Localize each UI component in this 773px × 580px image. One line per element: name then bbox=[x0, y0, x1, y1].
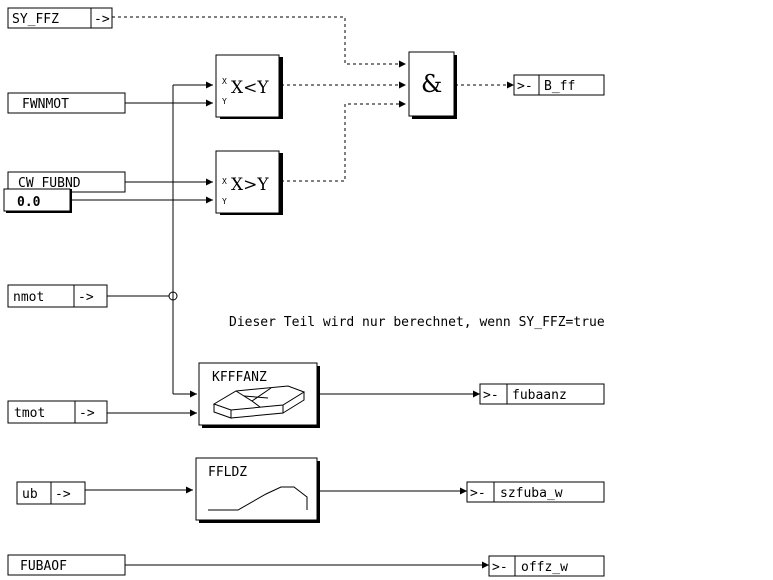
input-nmot-label: nmot bbox=[13, 290, 44, 305]
input-fwnmot: FWNMOT bbox=[7, 92, 126, 114]
input-tmot-label: tmot bbox=[14, 406, 45, 421]
output-b-ff: >- B_ff bbox=[513, 74, 605, 96]
compare-greater-operator: X>Y bbox=[231, 175, 269, 195]
wire-sy-ffz-to-and bbox=[112, 16, 406, 68]
input-sy-ffz: SY_FFZ -> bbox=[7, 7, 113, 29]
input-ub-arrow: -> bbox=[55, 487, 71, 502]
compare-less-y-label: Y bbox=[222, 97, 227, 106]
input-ub: ub -> bbox=[16, 481, 86, 505]
input-fubaof-label: FUBAOF bbox=[20, 559, 67, 574]
and-gate-symbol: & bbox=[421, 70, 442, 98]
output-szfuba-w-label: szfuba_w bbox=[500, 486, 563, 501]
output-b-ff-label: B_ff bbox=[544, 79, 575, 94]
compare-less-x-label: X bbox=[222, 77, 227, 86]
input-tmot-arrow: -> bbox=[79, 406, 95, 421]
input-fubaof: FUBAOF bbox=[7, 554, 126, 576]
input-sy-ffz-label: SY_FFZ bbox=[12, 12, 59, 27]
output-offz-w-label: offz_w bbox=[521, 560, 568, 575]
compare-greater-x-label: X bbox=[222, 177, 227, 186]
ffldz-curve-block: FFLDZ bbox=[195, 457, 320, 523]
output-fubaanz-label: fubaanz bbox=[512, 388, 567, 403]
compare-less-operator: X<Y bbox=[231, 78, 269, 98]
output-b-ff-arrow: >- bbox=[517, 79, 533, 94]
input-cw-fubnd: CW_FUBND bbox=[7, 171, 126, 193]
compare-greater-y-label: Y bbox=[222, 197, 227, 206]
output-offz-w: >- offz_w bbox=[488, 555, 605, 577]
wire-greater-to-and bbox=[281, 100, 406, 182]
input-tmot: tmot -> bbox=[7, 400, 108, 424]
output-offz-w-arrow: >- bbox=[492, 560, 508, 575]
compare-greater-block: X Y X>Y bbox=[215, 150, 283, 215]
output-fubaanz-arrow: >- bbox=[483, 388, 499, 403]
input-const-zero-label: 0.0 bbox=[17, 195, 41, 210]
input-sy-ffz-arrow: -> bbox=[94, 12, 110, 27]
input-fwnmot-label: FWNMOT bbox=[22, 97, 69, 112]
kfffanz-label: KFFFANZ bbox=[212, 370, 267, 385]
output-szfuba-w: >- szfuba_w bbox=[466, 481, 605, 503]
input-cw-fubnd-label: CW_FUBND bbox=[18, 176, 81, 191]
and-gate-block: & bbox=[408, 51, 457, 119]
input-ub-label: ub bbox=[22, 487, 38, 502]
calculation-note: Dieser Teil wird nur berechnet, wenn SY_… bbox=[229, 315, 605, 330]
input-nmot-arrow: -> bbox=[78, 290, 94, 305]
compare-less-block: X Y X<Y bbox=[215, 54, 283, 119]
output-szfuba-w-arrow: >- bbox=[470, 486, 486, 501]
curve-icon bbox=[208, 486, 308, 511]
kfffanz-map-block: KFFFANZ bbox=[198, 362, 320, 428]
output-fubaanz: >- fubaanz bbox=[479, 383, 605, 405]
input-nmot: nmot -> bbox=[7, 284, 108, 308]
ffldz-label: FFLDZ bbox=[208, 465, 247, 480]
input-const-zero: 0.0 bbox=[3, 188, 72, 213]
map-surface-icon bbox=[212, 385, 306, 419]
